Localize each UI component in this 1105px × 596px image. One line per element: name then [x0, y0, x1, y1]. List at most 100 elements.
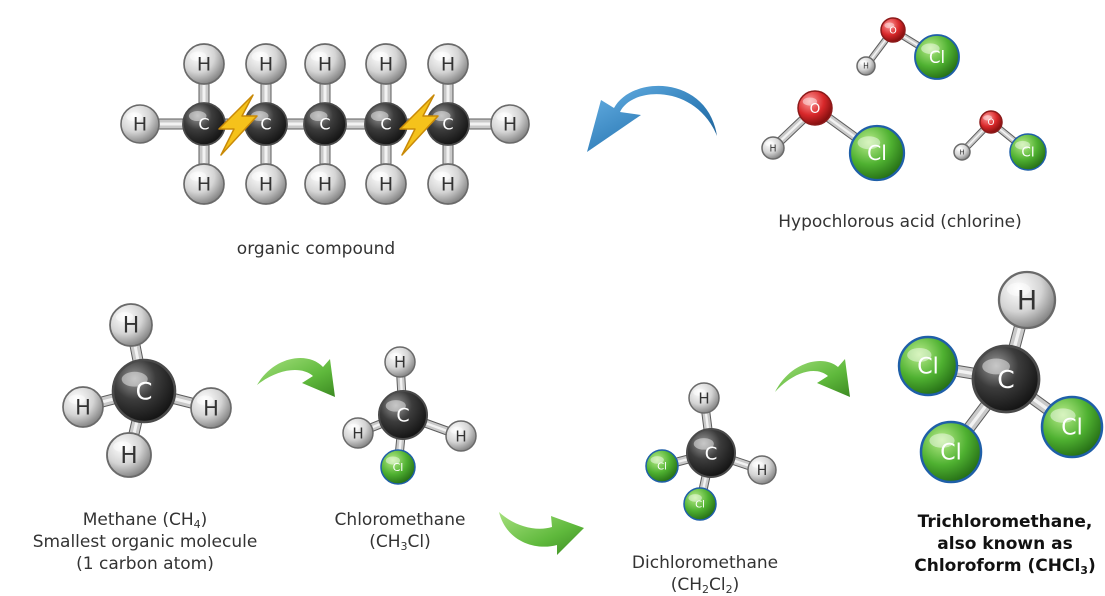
hydrogen-symbol: H [441, 54, 455, 76]
hydrogen-symbol: H [318, 174, 332, 196]
organic-compound-caption: organic compound [236, 239, 396, 259]
trichloromethane-name: Trichloromethane, [917, 512, 1093, 532]
bonds-layer [77, 26, 1078, 509]
chlorine-symbol: Cl [1021, 145, 1034, 161]
chain-hydrogen-atom: H [304, 43, 346, 85]
carbon-symbol: C [705, 443, 718, 464]
chain-hydrogen-atom: H [245, 163, 287, 205]
chlorine-symbol: Cl [393, 461, 404, 474]
dichloromethane-formula-prefix: (CH [670, 575, 703, 595]
methane-formula-subscript: 4 [193, 518, 201, 531]
chloroform-formula-suffix: ) [1087, 556, 1096, 576]
chloroform-formula-subscript: 3 [1080, 564, 1088, 577]
chain-carbon-atom: C [426, 102, 470, 146]
chain-hydrogen-atom: H [120, 104, 160, 144]
chloroform-formula-prefix: Chloroform (CHCl [914, 556, 1081, 576]
chain-hydrogen-atom: H [245, 43, 287, 85]
hypochlorous-chlorine-atom: Cl [914, 34, 960, 80]
methane-hydrogen-atom: H [62, 386, 104, 428]
hypochlorous-chlorine-atom: Cl [848, 124, 906, 182]
chain-hydrogen-atom: H [427, 43, 469, 85]
chloroform-chlorine-atom: Cl [1040, 395, 1104, 459]
dichloromethane-hydrogen-atom: H [688, 382, 720, 414]
carbon-symbol: C [997, 365, 1014, 394]
carbon-symbol: C [380, 115, 391, 134]
hydrogen-symbol: H [318, 54, 332, 76]
hypochlorous-acid-caption: Hypochlorous acid (chlorine) [778, 212, 1022, 232]
hydrogen-symbol: H [352, 424, 363, 442]
chain-hydrogen-atom: H [183, 163, 225, 205]
chloromethane-formula-suffix: Cl) [407, 532, 431, 552]
dichloromethane-formula-subscript-2: 2 [725, 583, 733, 596]
hydrogen-symbol: H [197, 54, 211, 76]
trichloromethane-aka: also known as [937, 534, 1073, 554]
methane-formula-prefix: Methane (CH [82, 510, 194, 530]
chloroform-chlorine-atom: Cl [919, 420, 983, 484]
hydrogen-symbol: H [197, 174, 211, 196]
oxygen-symbol: O [889, 25, 897, 36]
methane-hydrogen-atom: H [106, 432, 152, 478]
chloroform-carbon-atom: C [971, 344, 1041, 414]
dichloromethane-formula-subscript-1: 2 [702, 583, 710, 596]
chloromethane-name: Chloromethane [334, 510, 466, 530]
chloromethane-formula-subscript: 3 [400, 540, 408, 553]
hydrogen-symbol: H [75, 395, 91, 419]
chloromethane-chlorine-atom: Cl [380, 449, 416, 485]
hydrogen-symbol: H [203, 396, 219, 420]
chloromethane-caption: Chloromethane (CH3Cl) [310, 509, 490, 553]
dichloromethane-caption: Dichloromethane (CH2Cl2) [615, 552, 795, 596]
carbon-symbol: C [319, 115, 330, 134]
chlorine-symbol: Cl [917, 355, 938, 380]
chlorine-symbol: Cl [940, 441, 961, 466]
chlorine-symbol: Cl [1061, 416, 1082, 441]
hydrogen-symbol: H [259, 174, 273, 196]
carbon-symbol: C [198, 115, 209, 134]
hydrogen-symbol: H [120, 443, 137, 469]
dichloromethane-carbon-atom: C [686, 428, 736, 478]
hydrogen-symbol: H [1017, 285, 1037, 316]
hypochlorous-chlorine-atom: Cl [1009, 133, 1047, 171]
hydrogen-symbol: H [698, 389, 709, 407]
dichloromethane-chlorine-atom: Cl [645, 449, 679, 483]
reaction-arrow-blue [587, 85, 717, 152]
chlorine-symbol: Cl [657, 462, 667, 473]
chain-hydrogen-atom: H [427, 163, 469, 205]
dichloromethane-hydrogen-atom: H [747, 455, 777, 485]
hydrogen-symbol: H [769, 143, 776, 154]
hydrogen-symbol: H [123, 314, 140, 339]
hydrogen-symbol: H [379, 54, 393, 76]
dichloromethane-chlorine-atom: Cl [683, 487, 717, 521]
dichloromethane-formula-suffix: ) [732, 575, 740, 595]
carbon-symbol: C [260, 115, 271, 134]
hypochlorous-oxygen-atom: O [880, 17, 906, 43]
methane-hydrogen-atom: H [190, 387, 232, 429]
step-arrow-green-3 [775, 359, 850, 397]
chain-hydrogen-atom: H [365, 43, 407, 85]
hydrogen-symbol: H [394, 353, 406, 372]
dichloromethane-formula-mid: Cl [709, 575, 726, 595]
chlorine-symbol: Cl [929, 48, 945, 67]
hypochlorous-oxygen-atom: O [979, 110, 1003, 134]
hydrogen-symbol: H [959, 148, 964, 156]
carbon-symbol: C [396, 405, 409, 427]
chloromethane-formula-prefix: (CH [369, 532, 401, 552]
hydrogen-symbol: H [133, 114, 147, 136]
chain-carbon-atom: C [182, 102, 226, 146]
hypochlorous-hydrogen-atom: H [761, 136, 785, 160]
step-arrow-green-2 [499, 512, 584, 555]
chloroform-chlorine-atom: Cl [897, 335, 959, 397]
hypochlorous-hydrogen-atom: H [953, 143, 971, 161]
step-arrow-green-1 [257, 358, 335, 397]
methane-carbon-count: (1 carbon atom) [76, 554, 214, 574]
methane-formula-suffix: ) [200, 510, 208, 530]
methane-carbon-atom: C [111, 358, 177, 424]
lightning-bolt-icon [399, 94, 439, 156]
oxygen-symbol: O [988, 118, 995, 128]
trichloromethane-caption: Trichloromethane, also known as Chlorofo… [905, 511, 1105, 577]
chain-carbon-atom: C [364, 102, 408, 146]
carbon-symbol: C [442, 115, 453, 134]
hydrogen-symbol: H [259, 54, 273, 76]
chain-carbon-atom: C [244, 102, 288, 146]
hydrogen-symbol: H [379, 174, 393, 196]
